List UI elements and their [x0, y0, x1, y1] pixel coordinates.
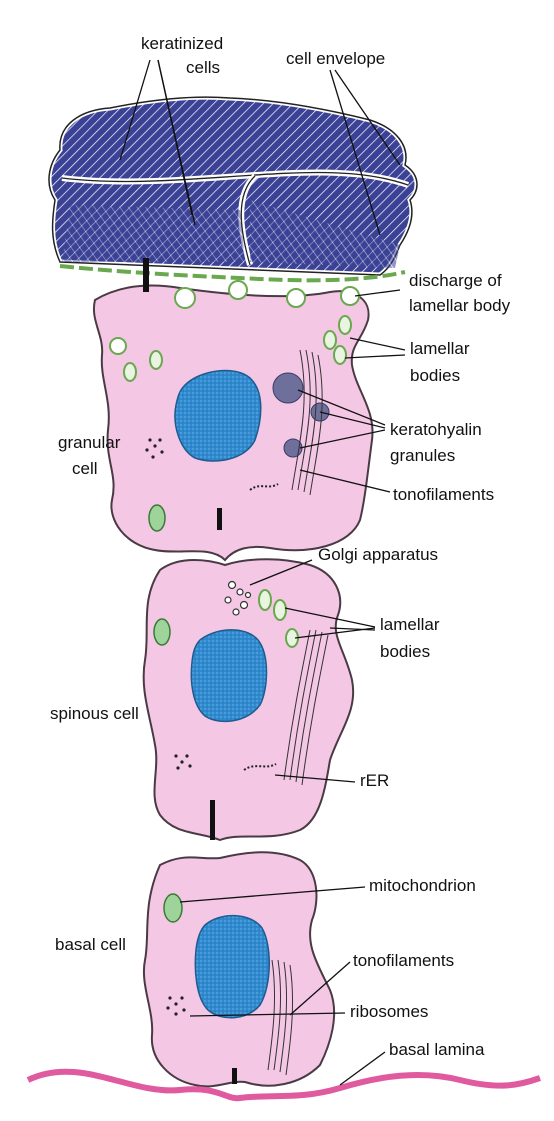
label-cell-envelope: cell envelope	[286, 49, 385, 68]
label-keratohyalin-1: keratohyalin	[390, 420, 482, 439]
label-tonofilaments-b: tonofilaments	[353, 951, 454, 970]
label-lamellar-b-2: bodies	[380, 642, 430, 661]
label-discharge-1: discharge of	[409, 271, 502, 290]
label-tonofilaments-a: tonofilaments	[393, 485, 494, 504]
lamellar-bodies-at-surface	[109, 280, 360, 355]
label-lamellar-b-1: lamellar	[380, 615, 440, 634]
label-lamellar-a-2: bodies	[410, 366, 460, 385]
lamellar-discharge-line	[59, 264, 406, 283]
label-keratinized: keratinized	[141, 34, 223, 53]
golgi-apparatus	[224, 580, 252, 616]
keratinized-cells	[46, 94, 420, 278]
label-lamellar-a-1: lamellar	[410, 339, 470, 358]
mitochondria	[148, 504, 183, 923]
label-mitochondrion: mitochondrion	[369, 876, 476, 895]
label-basal-lamina: basal lamina	[389, 1040, 485, 1059]
label-basal-cell: basal cell	[55, 935, 126, 954]
label-rer: rER	[360, 771, 389, 790]
label-discharge-2: lamellar body	[409, 296, 511, 315]
tonofilaments	[267, 349, 329, 1076]
nuclei	[174, 369, 270, 1019]
label-spinous: spinous cell	[50, 704, 139, 723]
basal-lamina	[26, 1068, 541, 1102]
labels: keratinized cells cell envelope discharg…	[50, 34, 511, 1059]
label-golgi: Golgi apparatus	[318, 545, 438, 564]
leader-lines	[119, 59, 406, 1086]
rough-er	[243, 763, 277, 771]
ribosomes	[145, 438, 192, 1016]
label-keratinized-cells: cells	[186, 58, 220, 77]
lamellar-bodies	[123, 315, 352, 648]
label-keratohyalin-2: granules	[390, 446, 455, 465]
label-ribosomes: ribosomes	[350, 1002, 428, 1021]
label-granular-2: cell	[72, 459, 98, 478]
desmosomes	[143, 258, 237, 1084]
label-granular-1: granular	[58, 433, 121, 452]
